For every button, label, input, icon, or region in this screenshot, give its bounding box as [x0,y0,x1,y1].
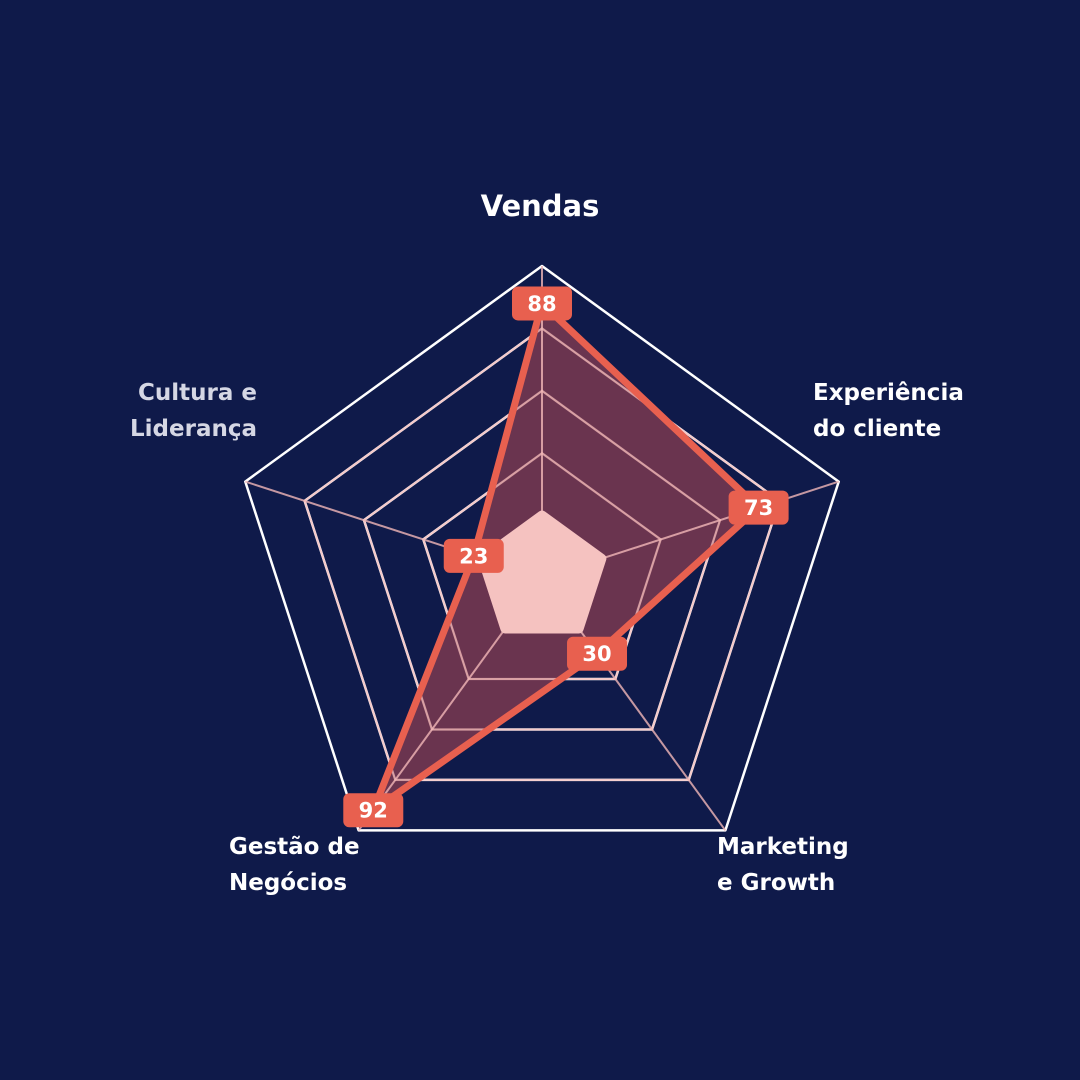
axis-label-0-line-0: Vendas [481,189,600,223]
axis-label-2: Marketing e Growth [717,834,849,896]
spoke-4 [244,480,483,560]
value-badge-0: 88 [512,286,572,321]
axis-label-1-line-0: Experiência [813,380,964,406]
axis-label-1: Experiência do cliente [813,380,964,442]
badge-layer: 88 73 30 92 23 [343,286,789,828]
value-label-1: 73 [744,496,773,520]
value-badge-bg-4 [443,538,504,573]
axis-label-3-line-0: Gestão de [229,834,360,860]
inner-grid-ring-60 [362,389,722,731]
grid-ring-100 [244,264,840,832]
axis-label-2-line-0: Marketing [717,834,849,860]
series-line [369,299,763,814]
value-label-4: 23 [459,544,488,568]
value-badge-bg-2 [567,636,628,671]
axis-label-0: Vendas [481,189,600,223]
inner-grid-ring-80 [303,327,781,781]
axis-label-4-line-1: Liderança [130,416,257,442]
value-badge-4: 23 [443,538,504,573]
axis-label-3-line-1: Negócios [229,870,347,896]
axis-label-1-line-1: do cliente [813,416,941,442]
series-layer [244,266,840,832]
value-badge-bg-3 [343,793,404,828]
value-badge-3: 92 [343,793,404,828]
inner-grid-ring-40 [422,451,662,680]
axis-label-3: Gestão de Negócios [229,834,360,896]
axis-label-4: Cultura e Liderança [130,380,257,442]
value-badge-bg-0 [512,286,572,321]
value-label-2: 30 [582,642,611,666]
axis-label-2-line-1: e Growth [717,870,835,896]
value-badge-1: 73 [728,490,789,525]
value-label-0: 88 [527,292,556,316]
value-badge-2: 30 [567,636,628,671]
value-label-3: 92 [359,799,388,823]
axis-label-4-line-0: Cultura e [138,380,257,406]
value-badge-bg-1 [728,490,789,525]
spoke-1 [601,480,840,560]
